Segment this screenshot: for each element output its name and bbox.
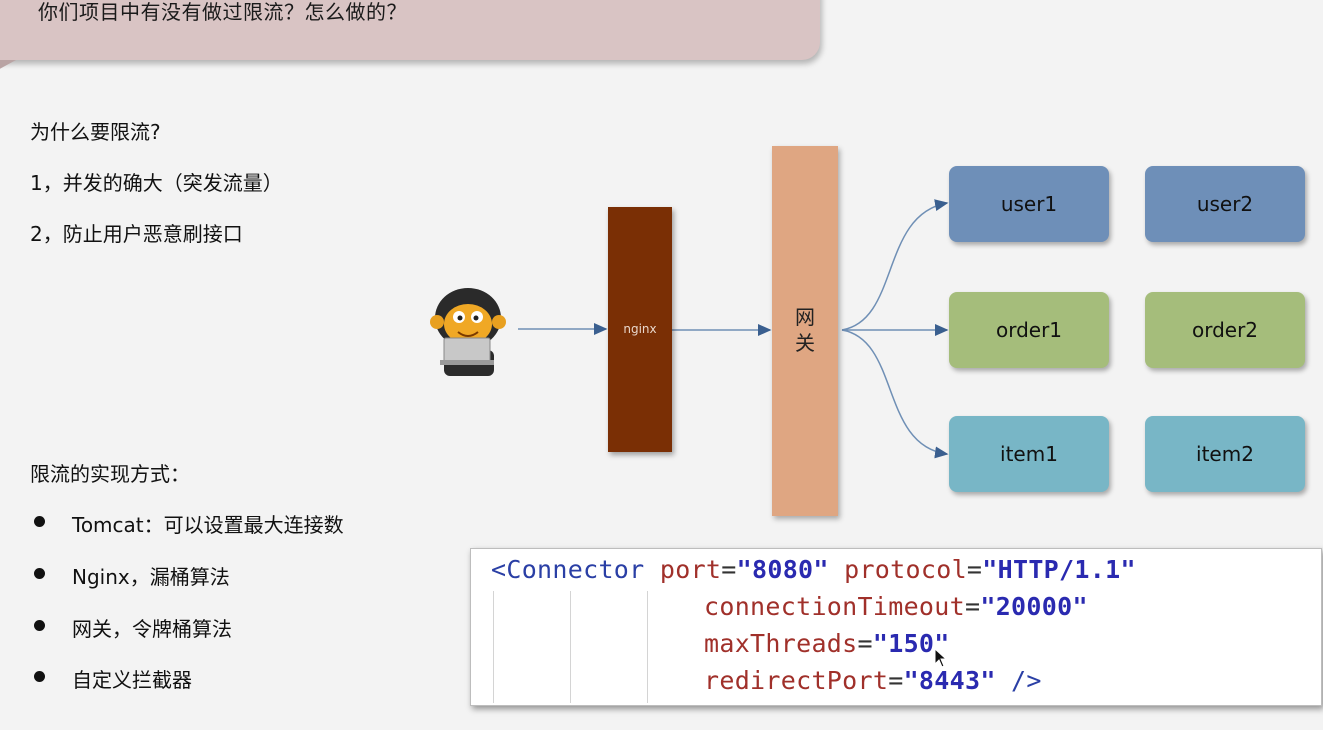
code-line-4: redirectPort="8443" /> bbox=[704, 666, 1042, 695]
gateway-box bbox=[772, 146, 838, 516]
service-order1: order1 bbox=[949, 292, 1109, 368]
nginx-box bbox=[608, 207, 672, 452]
code-snippet-panel: <Connector port="8080" protocol="HTTP/1.… bbox=[470, 548, 1322, 706]
arrow-gateway-to-item1 bbox=[841, 329, 949, 459]
methods-heading: 限流的实现方式： bbox=[30, 462, 190, 486]
bullet-dot bbox=[34, 620, 45, 631]
bullet-dot bbox=[34, 671, 45, 682]
service-item1: item1 bbox=[949, 416, 1109, 492]
bullet-dot bbox=[34, 516, 45, 527]
gateway-label: 网 关 bbox=[790, 304, 820, 356]
code-tag-end: /> bbox=[1011, 666, 1042, 695]
code-tag: <Connector bbox=[491, 555, 645, 584]
code-value: "20000" bbox=[980, 592, 1088, 621]
method-item: 自定义拦截器 bbox=[72, 668, 192, 692]
method-item: 网关，令牌桶算法 bbox=[72, 617, 232, 641]
code-value: "8443" bbox=[903, 666, 996, 695]
method-item: Tomcat：可以设置最大连接数 bbox=[72, 513, 344, 537]
service-item2: item2 bbox=[1145, 416, 1305, 492]
code-line-3: maxThreads="150" bbox=[704, 629, 950, 658]
code-value: "HTTP/1.1" bbox=[982, 555, 1136, 584]
mouse-cursor-icon bbox=[934, 648, 948, 668]
code-attr: port bbox=[659, 555, 722, 584]
banner-notch bbox=[0, 60, 16, 72]
page-title: 你们项目中有没有做过限流？怎么做的？ bbox=[38, 0, 407, 24]
bullet-dot bbox=[34, 568, 45, 579]
service-user1: user1 bbox=[949, 166, 1109, 242]
user-mascot-icon bbox=[430, 288, 506, 376]
nginx-label: nginx bbox=[623, 322, 657, 336]
indent-guide bbox=[647, 591, 648, 703]
service-user2: user2 bbox=[1145, 166, 1305, 242]
method-item: Nginx，漏桶算法 bbox=[72, 565, 230, 589]
service-order2: order2 bbox=[1145, 292, 1305, 368]
indent-guide bbox=[493, 591, 494, 703]
reason-1: 1，并发的确大（突发流量） bbox=[30, 171, 283, 195]
gateway-label-text: 网 关 bbox=[795, 305, 815, 355]
code-line-1: <Connector port="8080" protocol="HTTP/1.… bbox=[491, 555, 1136, 584]
code-line-2: connectionTimeout="20000" bbox=[704, 592, 1088, 621]
code-value: "8080" bbox=[736, 555, 829, 584]
title-banner: 你们项目中有没有做过限流？怎么做的？ bbox=[0, 0, 820, 72]
why-heading: 为什么要限流? bbox=[30, 120, 161, 144]
arrow-gateway-to-user1 bbox=[841, 199, 949, 331]
code-attr: maxThreads bbox=[704, 629, 858, 658]
code-attr: connectionTimeout bbox=[704, 592, 965, 621]
code-attr: redirectPort bbox=[704, 666, 889, 695]
reason-2: 2，防止用户恶意刷接口 bbox=[30, 222, 243, 246]
code-attr: protocol bbox=[844, 555, 967, 584]
indent-guide bbox=[570, 591, 571, 703]
